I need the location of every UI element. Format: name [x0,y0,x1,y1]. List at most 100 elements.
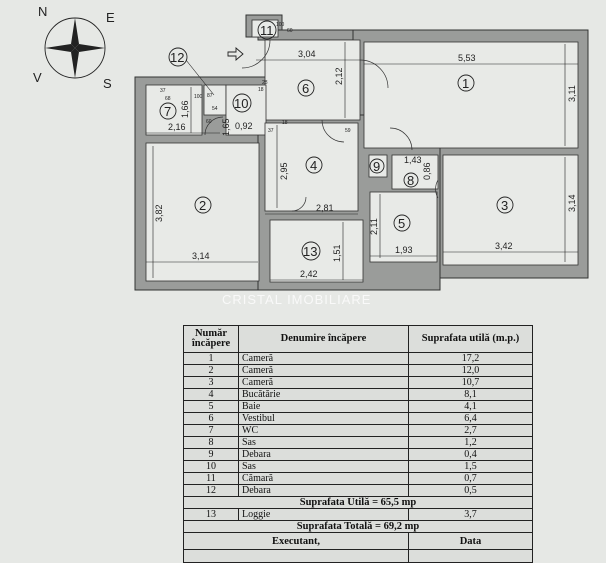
room-label-9: 9 [373,159,380,174]
room-label-8: 8 [407,173,414,188]
loggia-area: 3,7 [408,508,533,521]
room-number: 7 [183,424,239,437]
room-number: 11 [183,472,239,485]
header-area: Suprafata utilă (m.p.) [408,325,533,353]
note-54: 54 [212,106,218,112]
room-name: Sas [238,460,409,473]
note-18b: 18 [282,120,288,126]
header-room-number: Număr încăpere [183,325,239,353]
header-room-name: Denumire încăpere [238,325,409,353]
note-18: 18 [258,87,264,93]
room-number: 1 [183,352,239,365]
room-area: 1,2 [408,436,533,449]
room-6 [264,39,361,121]
room-label-6: 6 [302,81,309,96]
room-name: Cameră [238,376,409,389]
room-3 [442,154,579,266]
date-label: Data [408,532,533,550]
dim-0-86: 0,86 [422,162,432,180]
room-area: 0,4 [408,448,533,461]
room-area-table: Număr încăpere Denumire încăpere Suprafa… [183,325,533,563]
total-area: Suprafata Totală = 69,2 mp [183,520,533,533]
total-area-row: Suprafata Totală = 69,2 mp [183,520,533,533]
room-label-3: 3 [501,198,508,213]
room-area: 0,5 [408,484,533,497]
dimension-lines [146,42,578,281]
room-area: 2,7 [408,424,533,437]
room-area: 1,5 [408,460,533,473]
room-number: 12 [183,484,239,497]
note-28: 28 [262,80,268,86]
loggia-name: Loggie [238,508,409,521]
note-37: 37 [160,88,166,94]
dim-0-92: 0,92 [235,121,253,131]
room-name: Sas [238,436,409,449]
dim-1-51: 1,51 [332,244,342,262]
compass-west: V [33,70,42,85]
room-area: 8,1 [408,388,533,401]
note-100b: 100 [194,94,203,100]
useful-area-row: Suprafata Utilă = 65,5 mp [183,496,533,509]
room-number: 3 [183,376,239,389]
room-number: 9 [183,448,239,461]
note-100: 100 [276,22,285,28]
dim-2-11: 2,11 [369,218,379,235]
date-field [408,549,533,563]
room-area: 10,7 [408,376,533,389]
compass-south: S [103,76,112,91]
room-8 [391,154,439,190]
note-60: 60 [287,28,293,34]
signature-row: Executant, Data [183,532,533,550]
room-name: Cămară [238,472,409,485]
note-68: 68 [165,96,171,102]
dim-3-04: 3,04 [298,49,316,59]
room-number: 5 [183,400,239,413]
room-number: 4 [183,388,239,401]
room-name: Bucătărie [238,388,409,401]
room-name: Cameră [238,352,409,365]
dim-1-43: 1,43 [404,155,422,165]
room-13 [269,219,364,283]
room-name: Vestibul [238,412,409,425]
room-area: 6,4 [408,412,533,425]
dim-2-12: 2,12 [334,67,344,85]
room-area: 0,7 [408,472,533,485]
loggia-row: 13 Loggie 3,7 [183,508,533,521]
dim-2-16: 2,16 [168,122,186,132]
room-9 [368,154,388,178]
dim-3-14-room2: 3,14 [192,251,210,261]
room-name: Debara [238,448,409,461]
room-label-11: 11 [260,23,274,38]
dim-3-14-room3: 3,14 [567,194,577,212]
room-number: 2 [183,364,239,377]
room-label-7: 7 [164,104,171,119]
room-label-4: 4 [310,158,317,173]
room-2 [145,142,260,282]
room-label-13: 13 [303,244,317,259]
room-number: 6 [183,412,239,425]
room-area: 4,1 [408,400,533,413]
watermark: CRISTAL IMOBILIARE [222,292,372,307]
room-5 [369,191,438,263]
dim-1-65: 1,65 [221,118,231,136]
room-label-1: 1 [462,76,469,91]
note-87: 87 [207,93,213,99]
room-name: WC [238,424,409,437]
note-37b: 37 [268,128,274,134]
dim-3-42: 3,42 [495,241,513,251]
dim-2-81: 2,81 [316,203,334,213]
compass-rose-icon: N E S V [33,4,115,91]
dim-1-66: 1,66 [180,100,190,118]
table-header: Număr încăpere Denumire încăpere Suprafa… [183,325,533,353]
note-59: 59 [345,128,351,134]
room-4 [264,122,359,212]
room-number: 10 [183,460,239,473]
